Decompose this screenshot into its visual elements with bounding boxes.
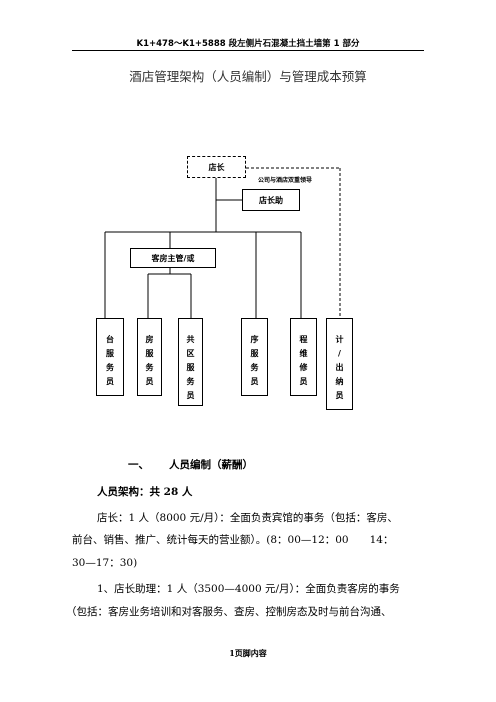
page-header: K1+478～K1+5888 段左侧片石混凝土挡土墙第 1 部分 [136,39,360,49]
page-footer: 1页脚内容 [229,648,267,658]
staff-total: 人员架构：共 28 人 [97,486,193,498]
manager-paragraph-line1: 店长：1 人（8000 元/月）：全面负责宾馆的事务（包括：客房、 [97,512,398,524]
manager-box: 店长 [187,156,246,178]
section-heading-number: 一、 [128,459,149,471]
dual-lead-label: 公司与酒店双重领导 [258,177,313,184]
staff-box-public-area: 共区服务员 [178,318,203,406]
section-heading-text: 人员编制（薪酬） [169,459,253,471]
manager-paragraph-line2: 前台、销售、推广、统计每天的营业额）。(8：00—12：00 14： [72,534,394,546]
header-rule [72,50,424,51]
supervisor-box: 客房主管/或 [130,248,216,268]
assistant-paragraph-line1: 1、店长助理：1 人（3500—4000 元/月）：全面负责客房的事务 [97,583,400,595]
staff-box-order: 序服务员 [241,318,268,396]
assistant-box: 店长助 [242,189,300,211]
assistant-paragraph-line2: （包括：客房业务培训和对客服务、查房、控制房态及时与前台沟通、 [66,606,392,618]
document-title: 酒店管理架构（人员编制）与管理成本预算 [129,69,367,84]
section-heading: 一、 人员编制（薪酬） [128,454,480,476]
staff-box-maintenance: 程维修员 [290,318,317,396]
manager-paragraph-line3: 30—17：30) [72,557,138,569]
staff-box-front-desk: 台服务员 [96,318,124,396]
staff-box-room: 房服务员 [137,318,162,396]
staff-box-accounting: 计/出纳员 [326,318,353,410]
